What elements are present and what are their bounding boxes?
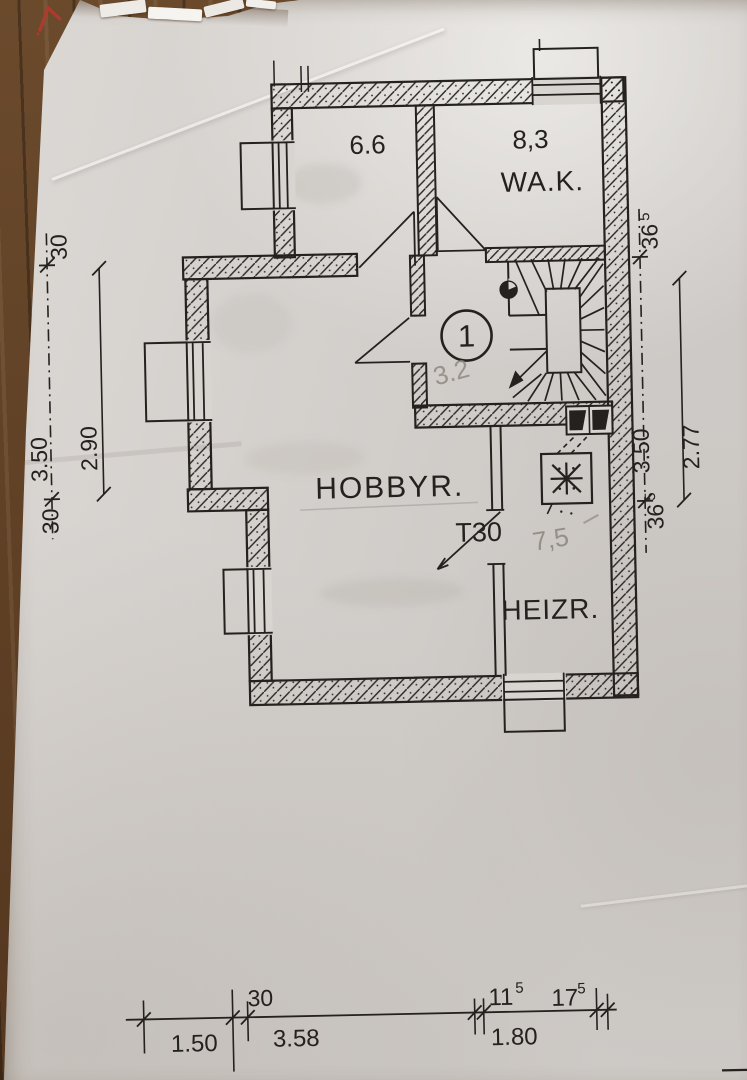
flue-asterisk-icon (550, 462, 583, 495)
window-left-lower (222, 566, 273, 636)
door-swing-wak (434, 196, 487, 253)
level-number: 1 (458, 318, 476, 353)
window-left-upper (239, 140, 296, 211)
wall-bottom (248, 671, 640, 707)
dim-bottom-t2-sup: 5 (577, 980, 586, 997)
room-heiz-name-label: HEIZR. (501, 593, 599, 626)
staircase (499, 257, 607, 402)
pencil-smudges (211, 163, 464, 607)
room-wak-name-label: WA.K. (500, 165, 584, 198)
door-t30-label: T30 (455, 517, 502, 548)
door-swing-room66 (358, 211, 416, 269)
boiler-box (539, 451, 594, 506)
wall-step-upper (181, 252, 359, 281)
wall-right (600, 76, 640, 697)
stair-direction-arrow (508, 370, 524, 389)
dim-right-wall-top-sup: 5 (636, 212, 653, 221)
dim-bottom-wall: 30 (247, 985, 273, 1012)
dim-right-inner: 2.77 (677, 424, 704, 469)
room-labels: 6.6 8,3 WA.K. HOBBYR. T30 HEIZR. (315, 124, 600, 626)
door-swing-t30 (436, 511, 501, 571)
stair-treads (512, 257, 607, 402)
dimension-left: 30 3.50 30 2.90 (26, 233, 112, 540)
wall-step-lower (186, 486, 270, 513)
edge-dimension-line (721, 1068, 747, 1072)
dim-left-wall-bottom: 30 (37, 508, 64, 534)
pencil-stair-note: 3.2 (430, 353, 473, 391)
interior-walls (408, 104, 607, 409)
dim-bottom-offset: 1.50 (171, 1030, 218, 1058)
dim-right-wall-bottom: 36 (642, 504, 669, 530)
windows (143, 38, 602, 733)
flue-dots (558, 467, 576, 490)
paper-tear (245, 0, 277, 10)
stair-eye (544, 287, 583, 374)
paper-tear (99, 0, 147, 18)
chimney-flues-icon (565, 404, 614, 436)
window-top (531, 38, 602, 106)
partition-heizraum (486, 425, 507, 677)
level-circle: 1 (440, 309, 493, 362)
dim-right-wall-bottom-sup: 5 (642, 492, 659, 501)
room-66-area-label: 6.6 (349, 129, 386, 160)
pencil-heiz-area: 7,5 (530, 521, 570, 556)
wall-hall-lower (411, 362, 429, 409)
red-pen-mark (36, 5, 62, 36)
stair-landing-lines (507, 261, 547, 351)
room-wak-area-label: 8,3 (512, 124, 549, 155)
dim-right-wall-top: 36 (636, 224, 663, 250)
door-swing-hall (354, 317, 411, 364)
wall-hall-upper (408, 254, 427, 317)
dim-bottom-t2: 17 (551, 984, 578, 1012)
boiler-flue (539, 404, 614, 515)
wall-under-wak (484, 244, 607, 264)
dim-bottom-span1: 3.58 (273, 1025, 320, 1053)
window-left-mid (143, 339, 213, 423)
pencil-notes: 3.2 7,5 (300, 353, 599, 557)
extension-lines-top (273, 60, 310, 92)
newel-post (499, 278, 519, 299)
flue-connector-dashes (556, 435, 588, 455)
dim-bottom-t1-sup: 5 (515, 980, 524, 997)
dimension-right: 36 5 3.50 36 5 2.77 (628, 208, 704, 553)
door-swings (354, 196, 501, 571)
wall-between-66-wak (414, 104, 438, 257)
room-hobby-name-label: HOBBYR. (315, 470, 465, 506)
dim-left-inner: 2.90 (75, 426, 102, 471)
dim-left-total: 3.50 (26, 437, 53, 482)
dim-left-wall-top: 30 (45, 234, 72, 260)
dim-right-total: 3.50 (628, 428, 655, 473)
window-bottom (501, 672, 567, 733)
dim-bottom-t1: 11 (488, 984, 513, 1012)
dimension-bottom: 1.50 30 3.58 11 5 17 5 1.80 (125, 980, 617, 1072)
dim-bottom-span2: 1.80 (491, 1023, 538, 1051)
